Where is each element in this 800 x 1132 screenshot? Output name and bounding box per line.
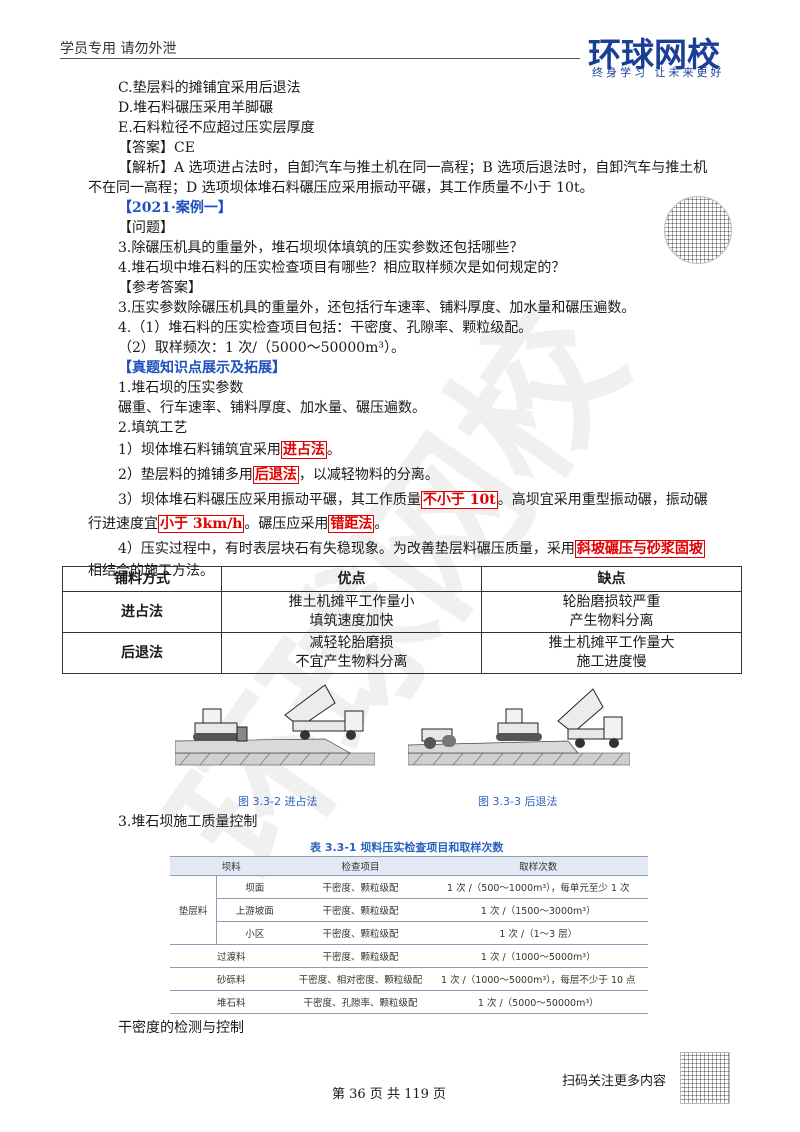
- pros-cell: 减轻轮胎磨损不宜产生物料分离: [221, 632, 482, 674]
- footer-qr-icon: [680, 1052, 730, 1104]
- item-cell: 干密度、颗粒级配: [292, 944, 429, 968]
- figure-caption: 图 3.3-2 进占法: [238, 795, 318, 808]
- header-divider: [60, 58, 580, 59]
- table-row: 进占法 推土机摊平工作量小填筑速度加快 轮胎磨损较严重产生物料分离: [62, 591, 742, 633]
- highlight-advance-method: 进占法: [280, 441, 327, 459]
- brand-logo: 环球网校: [588, 35, 720, 74]
- option-d: D.堆石料碾压采用羊脚碾: [118, 100, 274, 116]
- answer: 【答案】CE: [118, 140, 195, 156]
- item-cell: 干密度、孔隙率、颗粒级配: [292, 990, 429, 1014]
- table-row: 后退法 减轻轮胎磨损不宜产生物料分离 推土机摊平工作量大施工进度慢: [62, 632, 742, 674]
- process-3-cont: 行进速度宜小于 3km/h。碾压应采用错距法。: [88, 515, 389, 533]
- material-cell: 过渡料: [170, 944, 293, 968]
- reference-4-2: （2）取样频次：1 次/（5000～50000m³）。: [118, 340, 406, 356]
- sub-cell: 小区: [216, 921, 293, 945]
- item-cell: 干密度、颗粒级配: [292, 921, 429, 945]
- material-cell: 堆石料: [170, 990, 293, 1014]
- reference-4-1: 4.（1）堆石料的压实检查项目包括：干密度、孔隙率、颗粒级配。: [118, 320, 533, 336]
- column-header: 检查项目: [292, 856, 429, 876]
- freq-cell: 1 次 /（1500～3000m³）: [428, 898, 648, 922]
- table-row: 过渡料 干密度、颗粒级配 1 次 /（1000～5000m³）: [170, 944, 648, 968]
- freq-cell: 1 次 /（1～3 层）: [428, 921, 648, 945]
- item-cell: 干密度、相对密度、颗粒级配: [292, 967, 429, 991]
- paving-comparison-table: 铺料方式 优点 缺点 进占法 推土机摊平工作量小填筑速度加快 轮胎磨损较严重产生…: [62, 566, 742, 674]
- highlight-slope-rolling: 斜坡碾压与砂浆固坡: [574, 540, 705, 558]
- column-header: 缺点: [481, 566, 742, 592]
- table-row: 上游坡面 干密度、颗粒级配 1 次 /（1500～3000m³）: [170, 898, 648, 922]
- section-3-title: 3.堆石坝施工质量控制: [118, 814, 258, 830]
- method-cell: 后退法: [62, 632, 222, 674]
- mini-program-qr-icon: [664, 196, 732, 264]
- table-row: 小区 干密度、颗粒级配 1 次 /（1～3 层）: [170, 921, 648, 945]
- freq-cell: 1 次 /（500～1000m³），每单元至少 1 次: [428, 875, 648, 899]
- material-cell: 砂砾料: [170, 967, 293, 991]
- cons-cell: 轮胎磨损较严重产生物料分离: [481, 591, 742, 633]
- table-row: 砂砾料 干密度、相对密度、颗粒级配 1 次 /（1000～5000m³），每层不…: [170, 967, 648, 991]
- question-4: 4.堆石坝中堆石料的压实检查项目有哪些？相应取样频次是如何规定的？: [118, 260, 566, 276]
- case-tag: 【2021·案例一】: [118, 200, 232, 216]
- highlight-speed: 小于 3km/h: [158, 515, 245, 533]
- knowledge-heading: 【真题知识点展示及拓展】: [118, 360, 286, 376]
- process-1: 1）坝体堆石料铺筑宜采用进占法。: [118, 441, 341, 459]
- reference-3: 3.压实参数除碾压机具的重量外，还包括行车速率、铺料厚度、加水量和碾压遍数。: [118, 300, 636, 316]
- section-1-body: 碾重、行车速率、铺料厚度、加水量、碾压遍数。: [118, 400, 426, 416]
- method-cell: 进占法: [62, 591, 222, 633]
- figure-caption: 图 3.3-3 后退法: [478, 795, 558, 808]
- option-e: E.石料粒径不应超过压实层厚度: [118, 120, 315, 136]
- reference-heading: 【参考答案】: [118, 280, 202, 296]
- question-3: 3.除碾压机具的重量外，堆石坝坝体填筑的压实参数还包括哪些？: [118, 240, 524, 256]
- group-cell: 垫层料: [170, 875, 217, 945]
- pros-cell: 推土机摊平工作量小填筑速度加快: [221, 591, 482, 633]
- spec-table-title: 表 3.3-1 坝料压实检查项目和取样次数: [310, 841, 504, 854]
- highlight-staggered-method: 错距法: [328, 515, 375, 533]
- item-cell: 干密度、颗粒级配: [292, 875, 429, 899]
- column-header: 取样次数: [428, 856, 648, 876]
- section-1-title: 1.堆石坝的压实参数: [118, 380, 244, 396]
- column-header: 坝料: [170, 856, 293, 876]
- process-4: 4）压实过程中，有时表层块石有失稳现象。为改善垫层料碾压质量，采用斜坡碾压与砂浆…: [118, 540, 705, 558]
- process-2: 2）垫层料的摊铺多用后退法，以减轻物料的分离。: [118, 466, 439, 484]
- analysis-1: 【解析】A 选项进占法时，自卸汽车与推土机在同一高程；B 选项后退法时，自卸汽车…: [118, 160, 708, 176]
- cons-cell: 推土机摊平工作量大施工进度慢: [481, 632, 742, 674]
- retreat-method-figure: [408, 688, 630, 766]
- item-cell: 干密度、颗粒级配: [292, 898, 429, 922]
- option-c: C.垫层料的摊铺宜采用后退法: [118, 80, 301, 96]
- freq-cell: 1 次 /（1000～5000m³），每层不少于 10 点: [428, 967, 648, 991]
- section-2-title: 2.填筑工艺: [118, 420, 188, 436]
- question-heading: 【问题】: [118, 220, 174, 236]
- sub-cell: 上游坡面: [216, 898, 293, 922]
- table-row: 堆石料 干密度、孔隙率、颗粒级配 1 次 /（5000～50000m³）: [170, 990, 648, 1014]
- page-number: 第 36 页 共 119 页: [332, 1087, 447, 1102]
- qr-label: 扫码关注更多内容: [562, 1074, 667, 1089]
- compaction-spec-table: 坝料 检查项目 取样次数 垫层料 坝面 干密度、颗粒级配 1 次 /（500～1…: [170, 856, 648, 1014]
- tail-heading: 干密度的检测与控制: [118, 1020, 244, 1036]
- header-note: 学员专用 请勿外泄: [60, 41, 177, 57]
- brand-slogan: 终身学习 让未来更好: [592, 66, 725, 79]
- column-header: 铺料方式: [62, 566, 222, 592]
- column-header: 优点: [221, 566, 482, 592]
- sub-cell: 坝面: [216, 875, 293, 899]
- advance-method-figure: [175, 684, 375, 766]
- table-row: 垫层料 坝面 干密度、颗粒级配 1 次 /（500～1000m³），每单元至少 …: [170, 875, 648, 945]
- analysis-2: 不在同一高程；D 选项坝体堆石料碾压应采用振动平碾，其工作质量不小于 10t。: [88, 180, 594, 196]
- process-3: 3）坝体堆石料碾压应采用振动平碾，其工作质量不小于 10t。高坝宜采用重型振动碾…: [118, 491, 708, 509]
- highlight-retreat-method: 后退法: [252, 466, 299, 484]
- freq-cell: 1 次 /（1000～5000m³）: [428, 944, 648, 968]
- freq-cell: 1 次 /（5000～50000m³）: [428, 990, 648, 1014]
- highlight-weight: 不小于 10t: [420, 491, 498, 509]
